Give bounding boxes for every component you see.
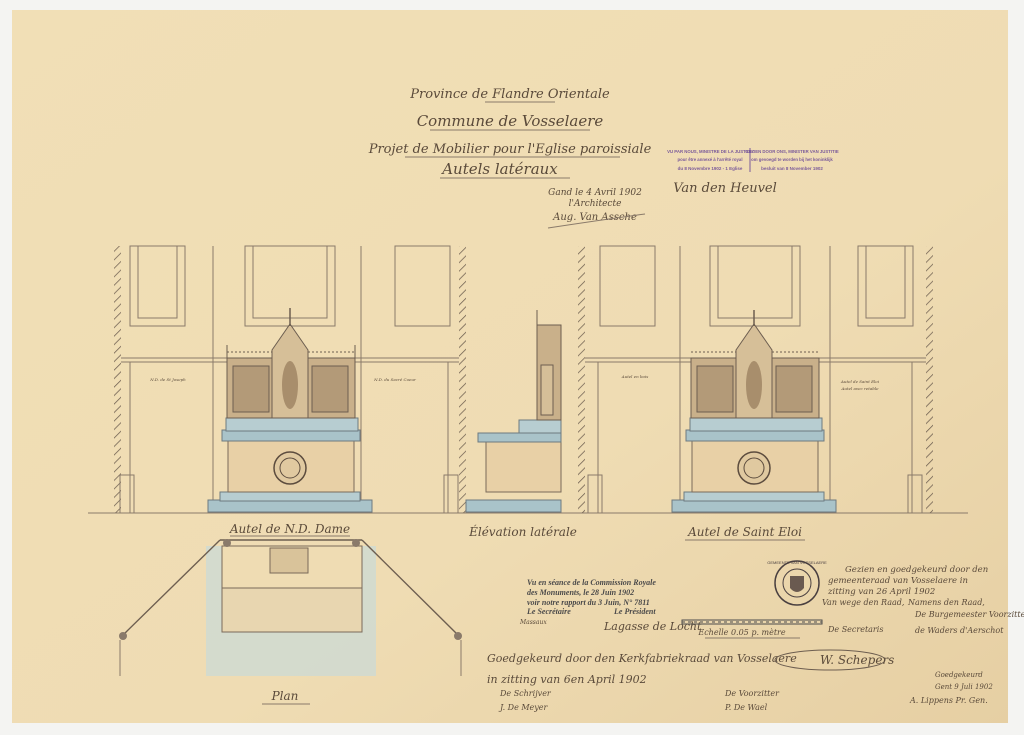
architect-signature-block: Gand le 4 Avril 1902 l'Architecte Aug. V…: [547, 188, 646, 229]
paper: [12, 10, 1008, 723]
gemeente-line6: De Burgemeester Voorzitter: [914, 610, 1024, 619]
commune-title: Commune de Vosselaere: [417, 112, 604, 130]
kerkfabriek-line1: Goedgekeurd door den Kerkfabriekraad van…: [487, 652, 797, 665]
altar-saint-eloi: [671, 310, 837, 513]
annotation-left-b: N.D. du Sacré Coeur: [373, 377, 417, 382]
province-title: Province de Flandre Orientale: [409, 87, 610, 102]
commission-line3: voir notre rapport du 3 Juin, N° 7811: [527, 598, 650, 607]
project-title: Projet de Mobilier pour l'Eglise paroiss…: [368, 142, 652, 157]
place-date: Gand le 4 Avril 1902: [548, 188, 642, 198]
minister-signature: Van den Heuvel: [673, 181, 777, 196]
architect-role: l'Architecte: [569, 199, 622, 209]
subject-title: Autels latéraux: [440, 160, 558, 178]
stamp-fr-line2: pour être annexé à l'arrêté royal: [677, 157, 742, 162]
stamp-nl-line3: besluit van 8 November 1902: [761, 166, 823, 171]
plan-drawing: [119, 539, 462, 676]
approval-signature: A. Lippens Pr. Gen.: [909, 696, 988, 705]
title-block: Province de Flandre Orientale Commune de…: [368, 87, 652, 179]
commission-president-signature: Lagasse de Locht: [603, 620, 702, 633]
gemeente-line7: de Waders d'Aerschot: [915, 626, 1004, 635]
gemeente-line3: zitting van 26 April 1902: [827, 587, 935, 597]
approval-line1: Goedgekeurd: [935, 671, 983, 679]
commission-line1: Vu en séance de la Commission Royale: [527, 578, 656, 587]
annotation-side: Autel en bois: [621, 374, 649, 379]
ministry-stamp: VU PAR NOUS, MINISTRE DE LA JUSTICE pour…: [667, 148, 839, 196]
commission-line2: des Monuments, le 28 Juin 1902: [527, 588, 634, 597]
architect-signature: Aug. Van Assche: [552, 212, 637, 223]
church-council-approval: Goedgekeurd door den Kerkfabriekraad van…: [487, 652, 797, 712]
kerkfabriek-line2: in zitting van 6en April 1902: [487, 673, 647, 686]
elevations: N.D. de St Joseph N.D. du Sacré Coeur Au…: [88, 245, 968, 514]
kerkfabriek-president-name: P. De Wael: [724, 703, 768, 712]
stamp-fr-line1: VU PAR NOUS, MINISTRE DE LA JUSTICE: [667, 149, 753, 154]
seal-text: GEMEENTE VAN VOSSELAERE: [767, 560, 827, 565]
annotation-right-b: Autel avec retable: [841, 386, 880, 391]
caption-side-elevation: Élévation latérale: [468, 524, 577, 539]
caption-right-altar: Autel de Saint Eloi: [687, 525, 802, 539]
altar-side-elevation: [465, 310, 562, 513]
commission-approval: Vu en séance de la Commission Royale des…: [519, 578, 702, 633]
annotation-left-a: N.D. de St Joseph: [149, 377, 186, 382]
gemeente-line2: gemeenteraad van Vosselaere in: [828, 576, 968, 586]
gemeente-line4: Van wege den Raad,: [822, 598, 904, 607]
caption-plan: Plan: [271, 689, 299, 703]
municipal-council-approval: Gezien en goedgekeurd door den gemeenter…: [774, 565, 1024, 671]
caption-left-altar: Autel de N.D. Dame: [229, 522, 350, 536]
provincial-approval: Goedgekeurd Gent 9 Juli 1902 A. Lippens …: [909, 671, 993, 705]
gemeente-signature: W. Schepers: [820, 653, 894, 667]
scale-bar: [681, 619, 823, 625]
stamp-nl-line2: om gevoegd te worden bij het koninklijk: [751, 157, 833, 162]
stamp-nl-line1: GEZIEN DOOR ONS, MINISTER VAN JUSTITIE: [745, 149, 839, 154]
gemeente-secretary: De Secretaris: [827, 625, 883, 634]
altar-notre-dame: [207, 308, 373, 513]
gemeente-line1: Gezien en goedgekeurd door den: [845, 565, 988, 575]
kerkfabriek-secretary: De Schrijver: [499, 689, 552, 698]
stamp-fr-line3: du 8 Novembre 1902 - 1 Eglise: [678, 166, 743, 171]
kerkfabriek-president: De Voorzitter: [724, 689, 780, 698]
commission-secretary-signature: Massaux: [519, 619, 547, 626]
approval-line2: Gent 9 Juli 1902: [935, 683, 993, 691]
commission-president-label: Le Président: [613, 607, 656, 616]
scale-label: Echelle 0.05 p. mètre: [697, 628, 786, 637]
kerkfabriek-secretary-name: J. De Meyer: [498, 703, 549, 712]
commission-secretary-label: Le Secrétaire: [526, 607, 571, 616]
gemeente-line5: Namens den Raad,: [907, 598, 985, 607]
municipal-seal: GEMEENTE VAN VOSSELAERE: [767, 560, 827, 606]
annotation-right-a: Autel de Saint Eloi: [840, 379, 880, 384]
